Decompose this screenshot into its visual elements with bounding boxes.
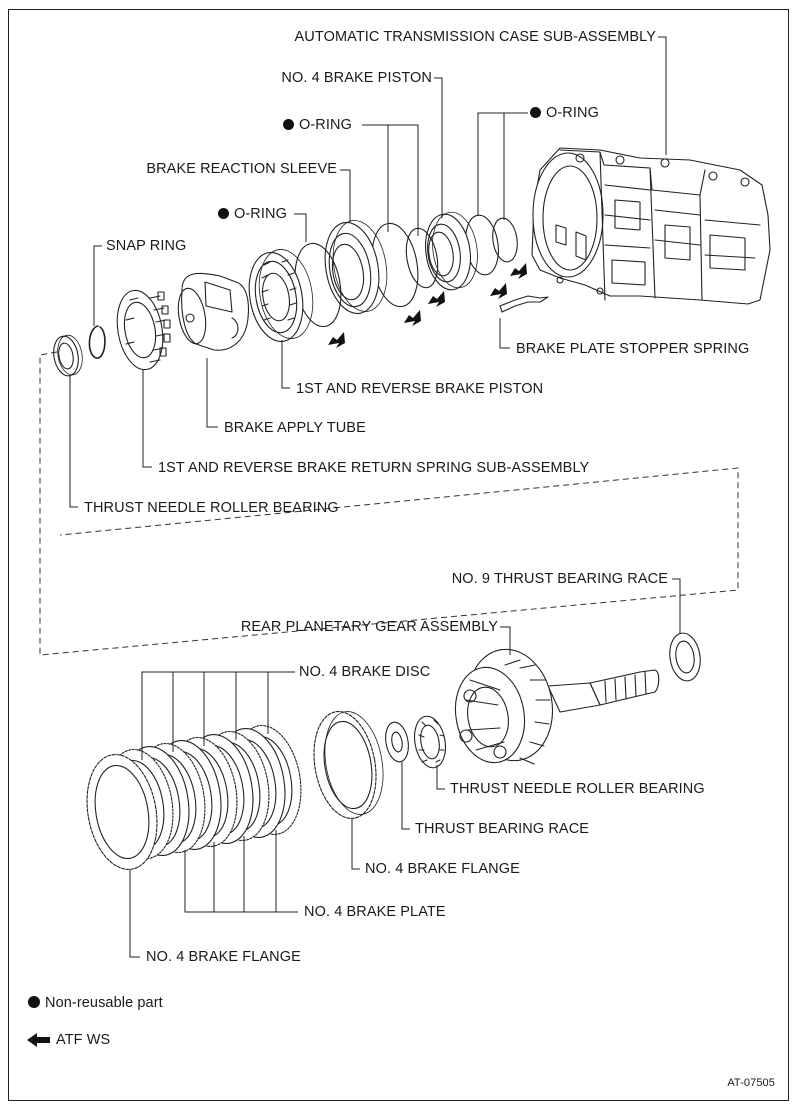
label-oring-left: O-RING [218,206,287,222]
label-snap-ring: SNAP RING [106,238,187,254]
non-reusable-dot-icon [283,119,294,130]
legend-dot-icon [28,996,40,1008]
label-thrust-needle-lower: THRUST NEEDLE ROLLER BEARING [450,781,705,797]
legend-atf: ATF WS [56,1032,111,1048]
atf-arrow-4 [490,283,507,299]
atf-arrow-5 [510,263,527,279]
label-rear-planetary: REAR PLANETARY GEAR ASSEMBLY [240,619,498,635]
no9-race-drawing [669,632,701,682]
label-case: AUTOMATIC TRANSMISSION CASE SUB-ASSEMBLY [294,29,656,45]
return-spring-drawing [116,289,171,371]
rear-planetary-drawing [454,648,660,765]
no4-flange-right-drawing [313,711,384,819]
stopper-spring-drawing [499,295,549,313]
no4-brake-piston-drawing [425,211,478,291]
atf-arrows [328,263,527,348]
label-no4-flange-left: NO. 4 BRAKE FLANGE [146,949,301,965]
label-no4-piston: NO. 4 BRAKE PISTON [281,70,432,86]
thrust-bearing-race-drawing [385,721,409,763]
non-reusable-dot-icon [530,107,541,118]
first-reverse-brake-piston-drawing [248,249,314,343]
leader-lines [69,36,681,958]
snap-ring-drawing [88,325,106,359]
o-ring-right-2 [492,217,518,263]
figure-code: AT-07505 [727,1077,775,1089]
atf-arrow-1 [328,332,345,348]
legend-non-reusable: Non-reusable part [45,995,163,1011]
no4-flange-left-drawing [86,754,158,870]
label-thrust-needle-upper: THRUST NEEDLE ROLLER BEARING [84,500,339,516]
label-stopper-spring: BRAKE PLATE STOPPER SPRING [516,341,750,357]
label-no4-disc: NO. 4 BRAKE DISC [299,664,431,680]
thrust-needle-bearing-lower-drawing [414,715,446,769]
label-first-rev-piston: 1ST AND REVERSE BRAKE PISTON [296,381,544,397]
brake-reaction-sleeve-drawing [324,220,388,315]
transmission-case-drawing [531,147,771,305]
non-reusable-dot-icon [218,208,229,219]
label-oring-right: O-RING [530,105,599,121]
label-return-spring: 1ST AND REVERSE BRAKE RETURN SPRING SUB-… [158,460,590,476]
atf-arrow-3 [428,291,445,307]
label-no9-race: NO. 9 THRUST BEARING RACE [451,571,668,587]
legend-arrow-icon [27,1033,50,1047]
label-apply-tube: BRAKE APPLY TUBE [224,420,366,436]
dashed-boundary [39,351,739,656]
label-reaction-sleeve: BRAKE REACTION SLEEVE [146,161,337,177]
brake-apply-tube-drawing [177,272,250,351]
label-no4-plate: NO. 4 BRAKE PLATE [304,904,446,920]
figure-frame [8,9,789,1101]
label-oring-top: O-RING [283,117,352,133]
atf-arrow-2 [404,310,421,326]
label-no4-flange-right: NO. 4 BRAKE FLANGE [365,861,520,877]
thrust-needle-bearing-left-drawing [53,334,83,377]
label-thrust-race: THRUST BEARING RACE [415,821,590,837]
o-ring-middle-2 [405,227,439,289]
